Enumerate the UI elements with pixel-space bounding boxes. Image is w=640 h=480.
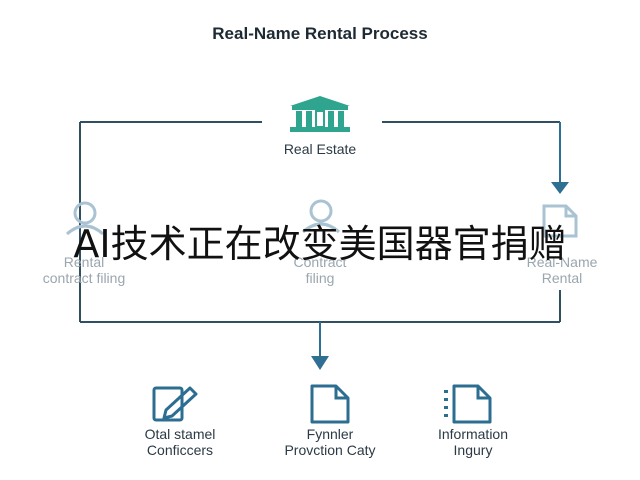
user-icon <box>66 201 104 236</box>
document-icon <box>310 384 350 424</box>
overlay-caption: AI技术正在改变美国器官捐赠 <box>73 222 567 266</box>
user-icon <box>302 199 340 234</box>
middle-node-label-center: Contract filing <box>293 254 347 286</box>
top-node-label: Real Estate <box>283 141 357 157</box>
bottom-node-label-right: Information Ingury <box>437 426 509 458</box>
middle-node-label-left: Rental contract filing <box>42 254 126 286</box>
bottom-node-label-left: Otal stamel Conficcers <box>144 426 216 458</box>
right-arrow-head <box>551 182 569 194</box>
diagram-title: Real-Name Rental Process <box>212 24 428 43</box>
middle-node-label-right: Real-Name Rental <box>526 254 598 286</box>
document-icon <box>542 204 578 238</box>
bank-building-icon <box>290 96 350 132</box>
edit-document-icon <box>152 386 198 422</box>
list-document-icon <box>444 384 492 424</box>
bottom-node-label-center: Fynnler Provction Caty <box>284 426 376 458</box>
center-arrow-head <box>311 356 329 370</box>
